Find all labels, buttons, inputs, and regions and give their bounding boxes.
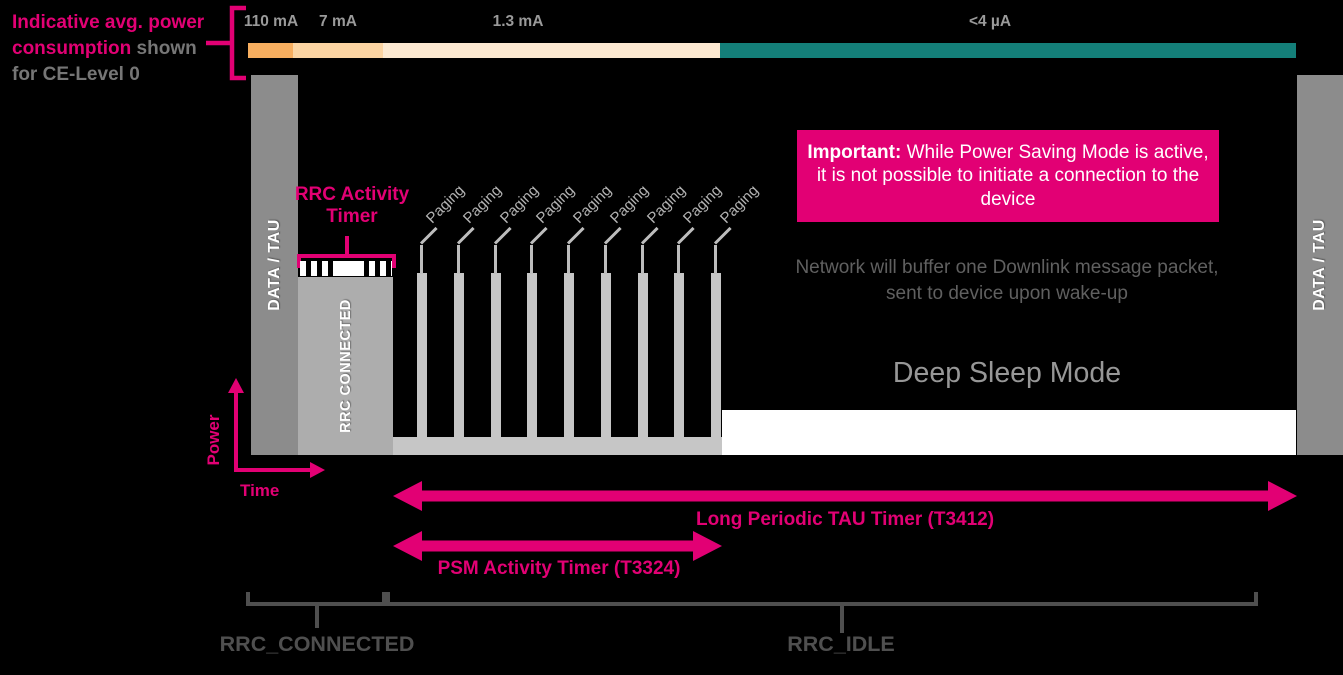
scale-segment-4ua (720, 43, 1296, 58)
paging-leader-line (530, 245, 534, 274)
rrc-idle-brace (386, 592, 1258, 633)
buffer-note: Network will buffer one Downlink message… (772, 255, 1242, 307)
paging-label: Paging (716, 181, 763, 227)
indicative-power-note: Indicative avg. power consumption shown … (12, 10, 222, 88)
state-rrc-connected: RRC_CONNECTED (219, 632, 415, 656)
important-title: Important: (807, 141, 902, 163)
rrc-connected-bar-label: RRC CONNECTED (337, 299, 354, 433)
note-brace (206, 5, 246, 81)
paging-label: Paging (606, 181, 652, 227)
paging-leader-line (567, 245, 570, 274)
data-tau-bar-left: DATA / TAU (251, 75, 298, 455)
paging-leader-line (419, 226, 438, 245)
paging-label: Paging (533, 181, 579, 227)
paging-leader-line (456, 226, 475, 245)
paging-spike (600, 273, 611, 437)
scale-label-110ma: 110 mA (243, 13, 299, 30)
paging-leader-line (530, 226, 548, 245)
paging-label: Paging (680, 181, 726, 227)
paging-leader-line (603, 226, 622, 245)
power-time-axes (228, 378, 325, 478)
paging-leader-line (603, 245, 607, 274)
scale-segment-7ma (293, 43, 383, 58)
paging-leader-line (566, 226, 585, 245)
scale-segment-1-3ma (383, 43, 720, 58)
buffer-note-line2: sent to device upon wake-up (886, 283, 1128, 304)
important-body: While Power Saving Mode is active, it is… (816, 141, 1209, 210)
paging-spike (453, 273, 464, 437)
paging-label: Paging (422, 181, 469, 227)
rrc-activity-timer-label: RRC Activity Timer (294, 184, 410, 227)
tau-timer-label: Long Periodic TAU Timer (T3412) (695, 509, 995, 530)
paging-leader-line (640, 226, 659, 245)
psm-timer-label: PSM Activity Timer (T3324) (437, 558, 681, 579)
paging-leader-line (493, 226, 512, 245)
paging-spike (637, 273, 648, 437)
data-tau-bar-right: DATA / TAU (1297, 75, 1343, 455)
activity-ticks-mid (334, 261, 358, 276)
scale-label-4ua: <4 µA (968, 13, 1012, 30)
deep-sleep-bar (722, 410, 1296, 455)
paging-leader-line (713, 226, 732, 245)
rrc-connected-brace (246, 592, 386, 628)
scale-label-7ma: 7 mA (319, 13, 357, 30)
power-axis-label: Power (204, 414, 223, 466)
idle-baseline-bar (393, 437, 722, 455)
important-box: Important: While Power Saving Mode is ac… (797, 130, 1219, 222)
activity-ticks-right (358, 261, 392, 276)
paging-label: Paging (459, 181, 505, 227)
paging-leader-line (677, 226, 695, 245)
paging-leader-line (714, 245, 717, 274)
paging-spike (527, 273, 538, 437)
rrc-activity-strip (300, 261, 392, 276)
paging-leader-line (677, 245, 681, 274)
paging-leader-line (420, 245, 423, 274)
rrc-connected-bar: RRC CONNECTED (298, 277, 393, 455)
paging-label: Paging (569, 181, 616, 227)
note-line2-rest: shown (131, 38, 197, 59)
paging-leader-line (640, 245, 644, 274)
data-tau-right-label: DATA / TAU (1311, 219, 1328, 311)
paging-label: Paging (643, 181, 689, 227)
paging-leader-line (493, 245, 497, 274)
rrc-activity-timer-brace (297, 236, 396, 268)
activity-ticks-left (300, 261, 334, 276)
data-tau-left-label: DATA / TAU (265, 219, 283, 311)
time-axis-label: Time (240, 481, 280, 500)
state-rrc-idle: RRC_IDLE (787, 632, 895, 656)
paging-label: Paging (496, 181, 542, 227)
paging-spike (417, 273, 427, 437)
buffer-note-line1: Network will buffer one Downlink message… (795, 257, 1219, 278)
note-line2-highlight: consumption (12, 38, 132, 59)
note-line3: for CE-Level 0 (12, 64, 140, 85)
paging-spike (564, 273, 574, 437)
paging-spike (711, 273, 721, 437)
scale-label-1-3ma: 1.3 mA (492, 13, 544, 30)
note-line1: Indicative avg. power (12, 12, 205, 33)
paging-spike (674, 273, 685, 437)
paging-spike (490, 273, 501, 437)
paging-leader-line (456, 245, 460, 274)
psm-timer-arrow (393, 531, 722, 561)
scale-segment-110ma (248, 43, 293, 58)
deep-sleep-label: Deep Sleep Mode (892, 357, 1122, 389)
tau-timer-arrow (393, 481, 1297, 511)
